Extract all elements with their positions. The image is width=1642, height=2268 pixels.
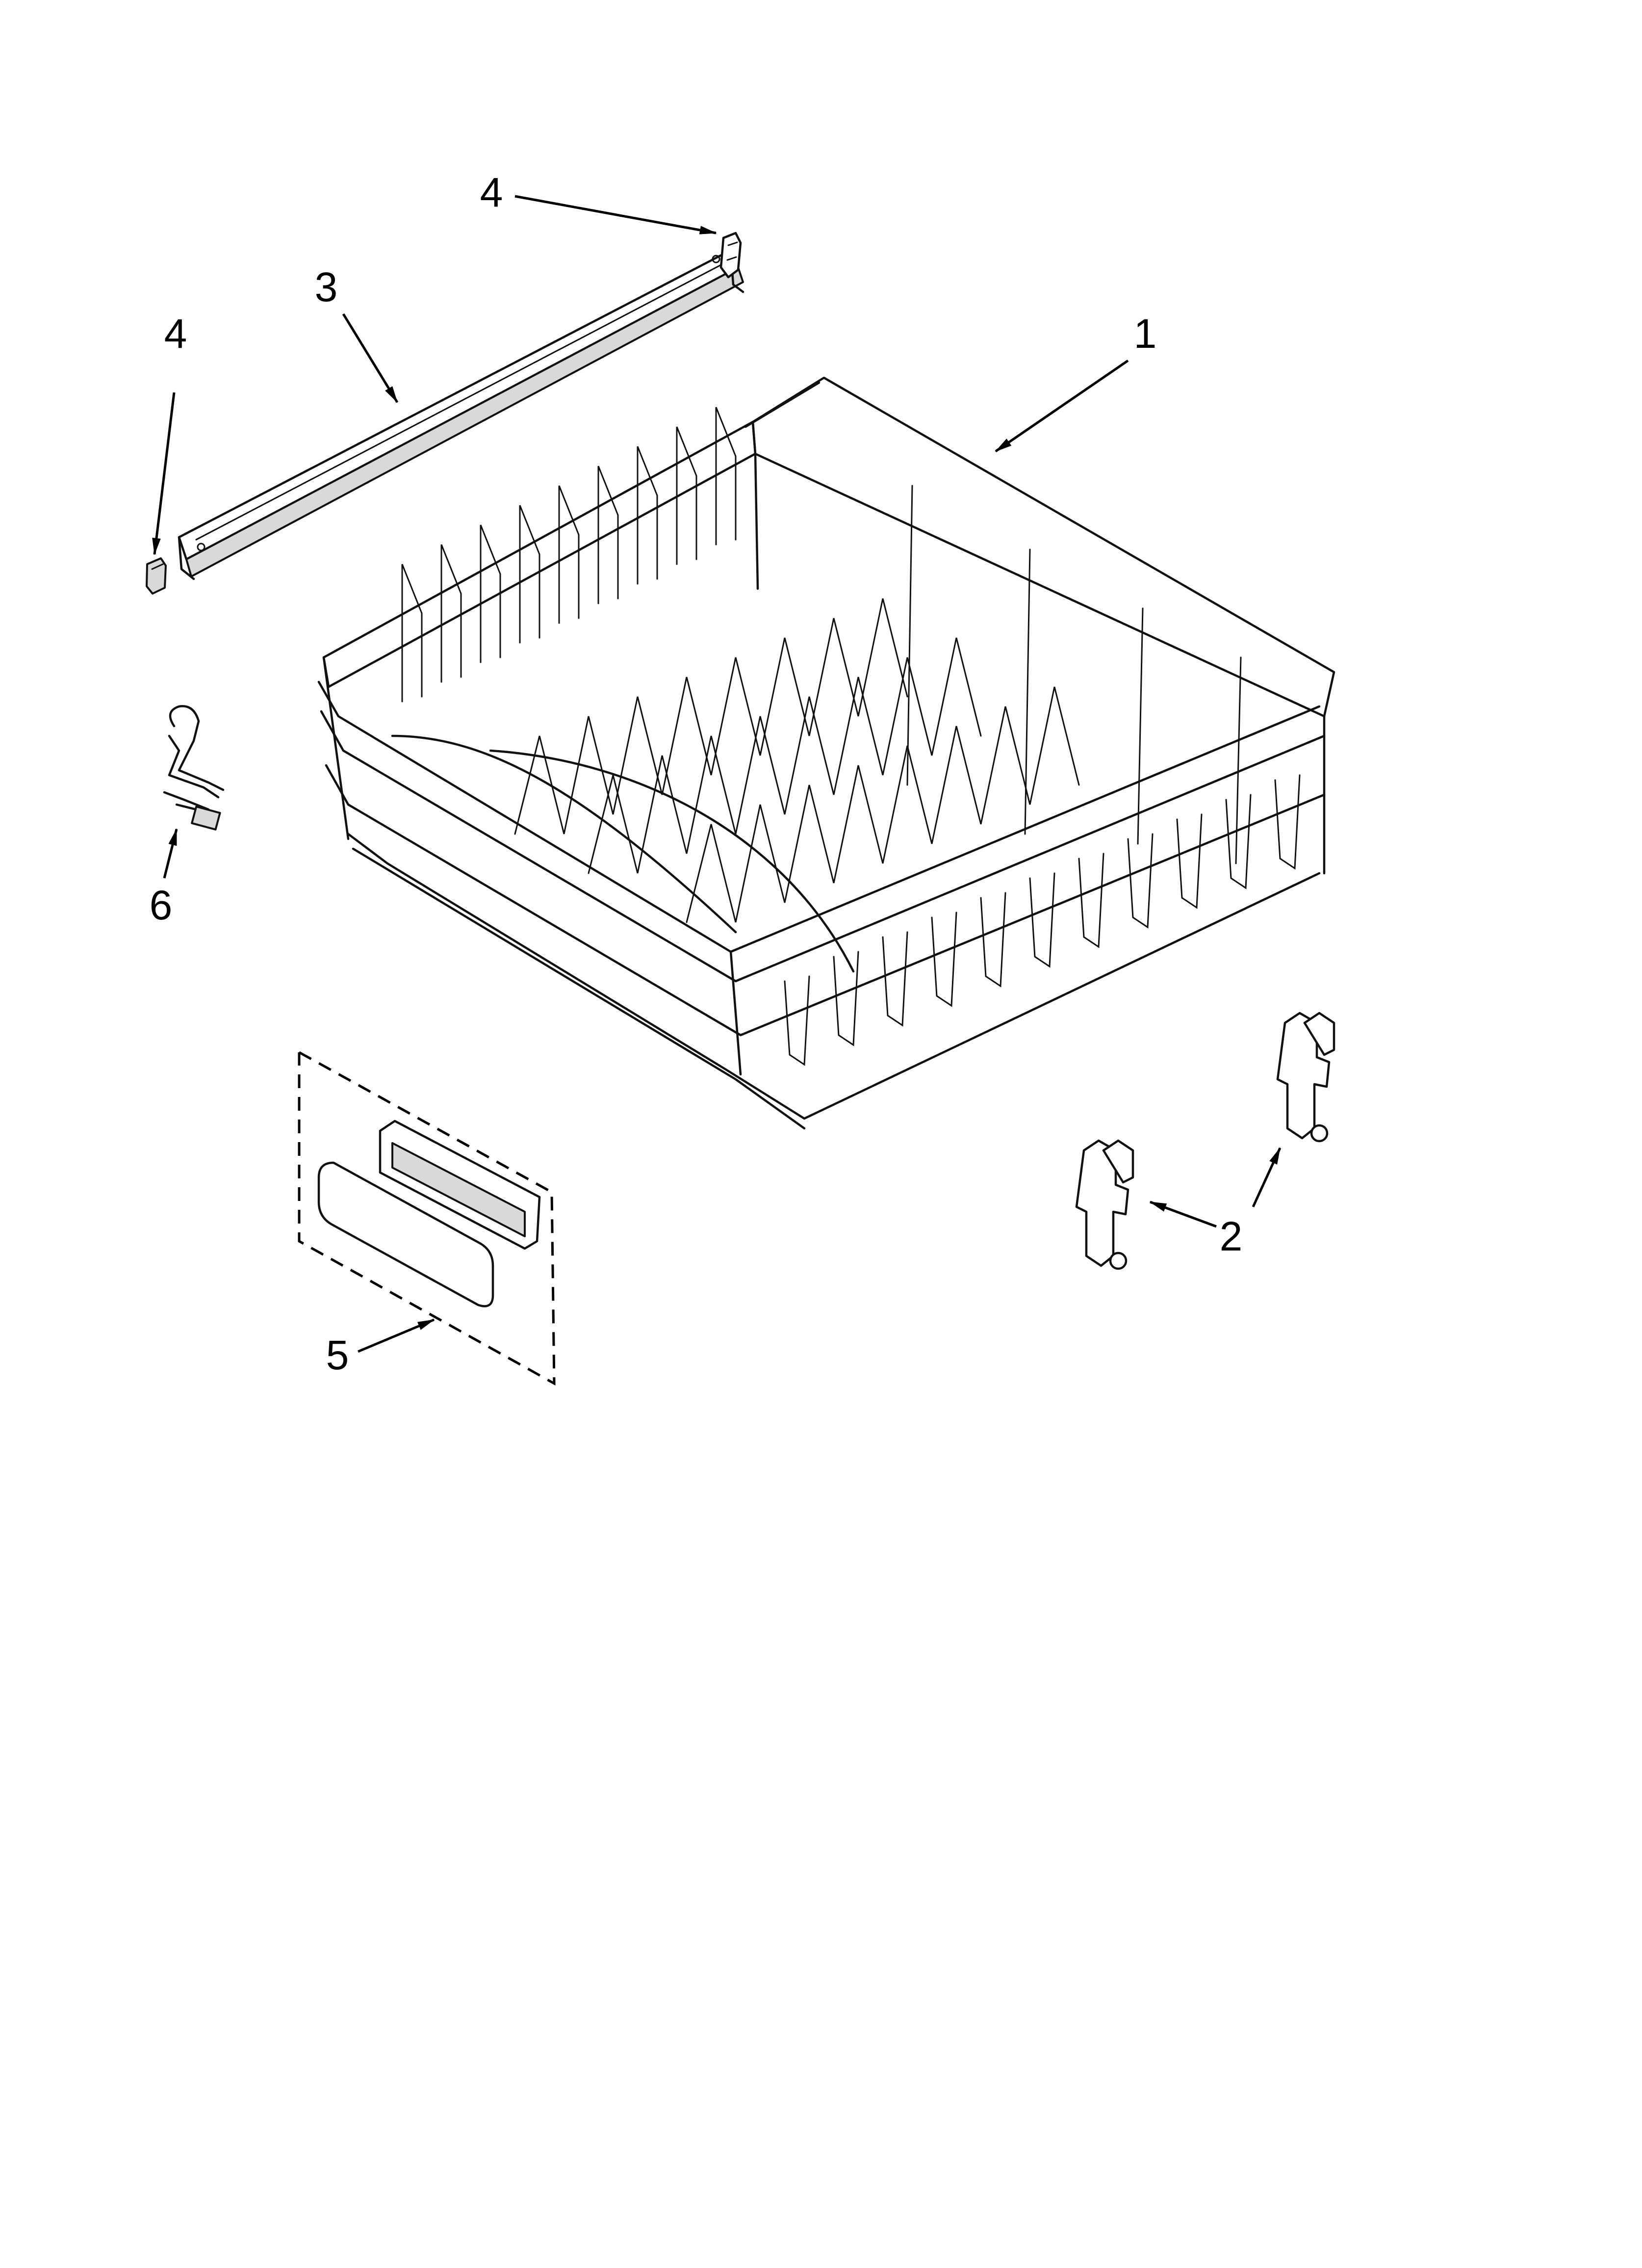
track-rail [178, 249, 744, 580]
leader-6 [163, 828, 178, 879]
adjuster-left [1075, 1139, 1134, 1270]
callout-track: 3 [315, 264, 338, 310]
wire-part [163, 705, 225, 831]
callout-end-cap-right: 4 [480, 169, 503, 215]
end-cap-left [146, 557, 167, 595]
handle-kit [298, 1051, 556, 1386]
leader-3 [342, 313, 399, 403]
leader-4-left [152, 392, 176, 555]
callout-wire-part: 6 [150, 882, 173, 928]
leader-2b [1252, 1147, 1282, 1208]
leader-5 [358, 1318, 435, 1353]
leader-2a [1149, 1200, 1217, 1228]
leader-1 [995, 359, 1129, 453]
end-cap-right [719, 232, 742, 279]
callout-adjuster: 2 [1220, 1213, 1243, 1259]
leader-4-right [514, 195, 717, 235]
callout-end-cap-left: 4 [164, 311, 187, 357]
adjuster-right [1276, 1012, 1335, 1143]
callout-handle-kit: 5 [326, 1332, 349, 1378]
callout-rack: 1 [1134, 311, 1157, 357]
dishwasher-rack [317, 376, 1335, 1130]
